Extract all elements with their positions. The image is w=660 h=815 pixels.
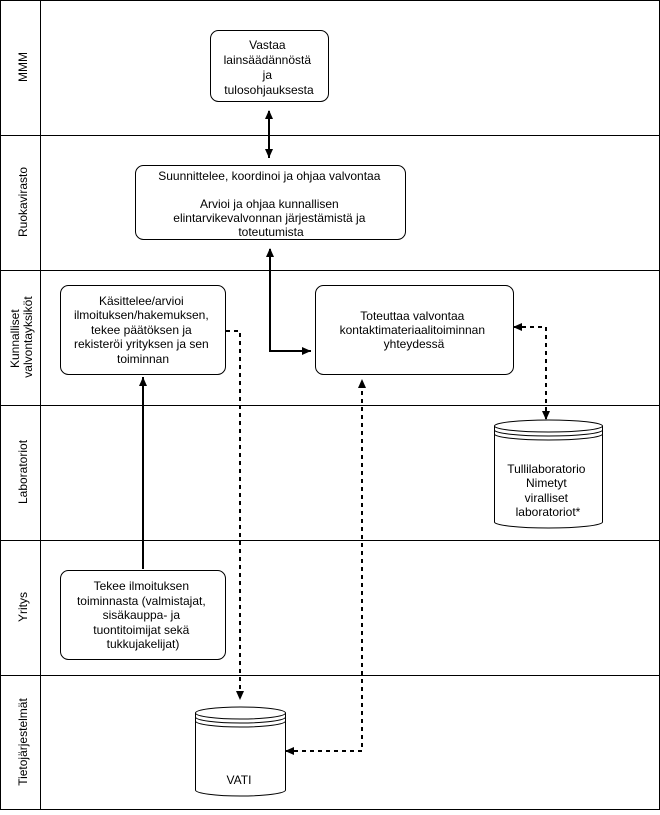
- process-text-kasittelee-line-5: toiminnan: [117, 352, 169, 366]
- process-text-toteuttaa-line-1: Toteuttaa valvontaa: [360, 309, 464, 323]
- datastore-top-vati: [195, 712, 286, 720]
- process-text-yritys-line-1: Tekee ilmoituksen: [94, 579, 189, 593]
- lane-title-kunnalliset-line-2: valvontayksiköt: [21, 296, 35, 378]
- process-text-ruokavirasto-line-4: elintarvikevalvonnan järjestämistä ja: [173, 211, 365, 225]
- process-text-ruokavirasto-line-3: Arvioi ja ohjaa kunnallisen: [200, 197, 339, 211]
- process-text-yritys: Tekee ilmoituksen toiminnasta (valmistaj…: [77, 579, 209, 651]
- lane-titles: MMM Ruokavirasto Kunnalliset valvontayks…: [8, 52, 35, 786]
- lane-title-yritys: Yritys: [16, 592, 30, 622]
- process-text-kasittelee-line-2: ilmoituksen/hakemuksen,: [74, 308, 209, 322]
- process-kasittelee: Käsittelee/arvioi ilmoituksen/hakemuksen…: [60, 285, 226, 375]
- process-text-yritys-line-4: tuontitoimijat sekä: [93, 623, 189, 637]
- datastore-body-laboratorio: [494, 419, 603, 529]
- process-text-toteuttaa-line-3: yhteydessä: [384, 337, 445, 351]
- process-text-kasittelee-line-4: rekisteröi yrityksen ja sen: [74, 337, 209, 351]
- process-text-mmm: Vastaa lainsäädännöstä ja tulosohjaukses…: [224, 38, 315, 97]
- datastore-top-laboratorio: [494, 425, 603, 433]
- process-text-ruokavirasto-line-1: Suunnittelee, koordinoi ja ohjaa valvont…: [158, 169, 380, 183]
- arrow-toteuttaa-laboratorio: [513, 323, 550, 420]
- datastore-text-laboratorio-line-1: Tullilaboratorio: [507, 462, 586, 476]
- lane-title-ruokavirasto: Ruokavirasto: [16, 167, 30, 237]
- process-text-yritys-line-2: toiminnasta (valmistajat,: [77, 594, 206, 608]
- datastore-line-2-vati: [195, 720, 286, 728]
- process-text-mmm-line-4: tulosohjauksesta: [224, 83, 314, 97]
- process-text-mmm-line-2: lainsäädännöstä: [224, 53, 312, 67]
- process-box-ruokavirasto: [135, 165, 406, 240]
- datastore-body-vati: [195, 706, 286, 797]
- process-yritys-task: Tekee ilmoituksen toiminnasta (valmistaj…: [60, 570, 226, 660]
- datastore-text-vati: VATI: [227, 773, 252, 787]
- process-mmm-task: Vastaa lainsäädännöstä ja tulosohjaukses…: [210, 30, 329, 102]
- lane-title-kunnalliset: Kunnalliset valvontayksiköt: [8, 296, 35, 378]
- datastore-text-laboratorio-line-4: laboratoriot*: [516, 505, 581, 519]
- arrow-kasittelee-vati: [226, 330, 244, 700]
- process-toteuttaa: Toteuttaa valvontaa kontaktimateriaalito…: [315, 285, 514, 375]
- process-ruokavirasto-task: Suunnittelee, koordinoi ja ohjaa valvont…: [135, 165, 406, 240]
- connectors: [139, 110, 550, 755]
- lane-title-tietojarjestelmat: Tietojärjestelmät: [16, 698, 30, 786]
- process-text-kasittelee-line-3: tekee päätöksen ja: [91, 323, 192, 337]
- arrow-vati-toteuttaa: [285, 379, 366, 755]
- process-box-toteuttaa: [315, 285, 514, 375]
- lane-title-mmm: MMM: [16, 52, 30, 82]
- lane-title-laboratoriot: Laboratoriot: [16, 439, 30, 504]
- process-text-toteuttaa: Toteuttaa valvontaa kontaktimateriaalito…: [340, 309, 489, 351]
- datastore-line-1-vati: [195, 716, 286, 724]
- process-text-kasittelee-line-1: Käsittelee/arvioi: [99, 294, 184, 308]
- process-text-ruokavirasto: Suunnittelee, koordinoi ja ohjaa valvont…: [158, 169, 384, 239]
- datastore-text-laboratorio-line-3: viralliset: [525, 491, 569, 505]
- process-box-mmm: [210, 30, 329, 102]
- datastore-line-1-laboratorio: [494, 429, 603, 437]
- datastore-laboratorio: Tullilaboratorio Nimetyt viralliset labo…: [494, 419, 603, 529]
- process-text-mmm-line-3: ja: [262, 68, 273, 82]
- process-text-ruokavirasto-line-5: toteutumista: [238, 225, 304, 239]
- lane-title-kunnalliset-line-1: Kunnalliset: [8, 309, 22, 368]
- process-text-yritys-line-3: sisäkauppa- ja: [103, 608, 181, 622]
- datastore-text-laboratorio: Tullilaboratorio Nimetyt viralliset labo…: [507, 462, 589, 519]
- process-text-yritys-line-5: tukkujakelijat): [107, 637, 180, 651]
- process-text-kasittelee: Käsittelee/arvioi ilmoituksen/hakemuksen…: [74, 294, 212, 366]
- process-box-yritys: [60, 570, 226, 660]
- process-text-mmm-line-1: Vastaa: [249, 38, 286, 52]
- datastore-text-laboratorio-line-2: Nimetyt: [526, 476, 567, 490]
- process-text-toteuttaa-line-2: kontaktimateriaalitoiminnan: [340, 323, 485, 337]
- arrow-ruokavirasto-toteuttaa: [266, 248, 311, 355]
- process-box-kasittelee: [60, 285, 226, 375]
- datastore-line-2-laboratorio: [494, 433, 603, 441]
- datastore-vati: VATI: [195, 706, 286, 797]
